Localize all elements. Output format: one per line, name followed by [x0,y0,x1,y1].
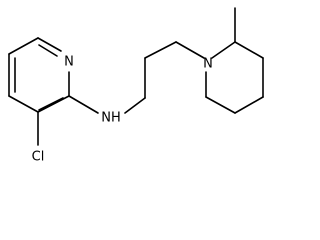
bond-piperidine-c5-c6 [205,96,236,114]
bond-pyridine-c3-c3-inner [38,97,64,111]
bond-pyridine-c5-c6 [8,37,39,55]
atom-label-amine-n: N [101,111,111,126]
bond-pyridine-c2-c3 [37,95,70,113]
bond-pyridine-c3-c4 [8,95,39,113]
chemical-structure: N N H N Cl [8,7,264,165]
atom-label-pyridine-n: N [64,55,74,70]
atom-label-amine-h: H [111,111,121,126]
bond-chain2-chain3 [144,41,177,59]
bond-pyridine-c6-n [37,37,62,52]
bond-nh-chain1 [124,97,146,114]
bond-pyridine-c6-n-inner [38,44,58,57]
bond-c2-nh [68,95,99,114]
atom-label-piperidine-n: N [203,57,213,72]
bond-piperidine-n-c2 [211,41,236,59]
bond-chain3-piperidine-n [175,41,205,59]
bonds [8,7,264,146]
atom-labels: N N H N Cl [32,55,213,165]
bond-piperidine-c4-c5 [234,96,264,114]
atom-label-chlorine: Cl [32,150,45,165]
bond-piperidine-c2-c3 [234,41,264,59]
